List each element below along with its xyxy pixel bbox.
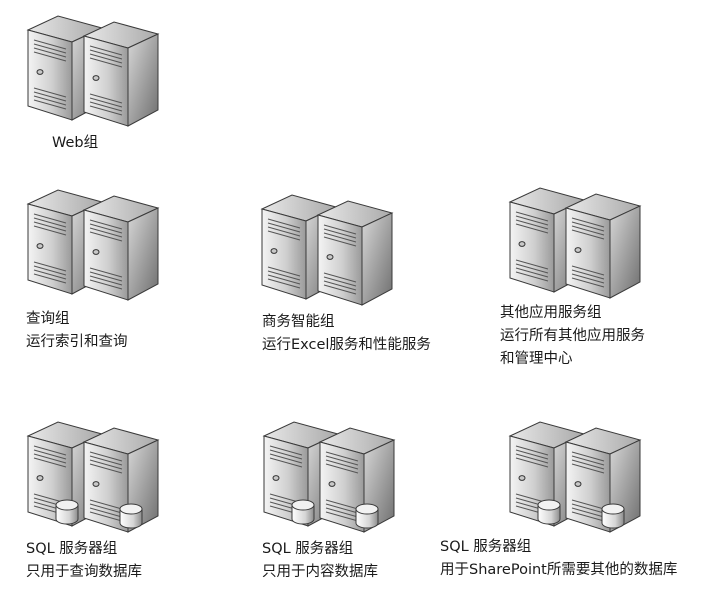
group-description: 只用于查询数据库	[26, 564, 142, 580]
server-group-sql-query: SQL 服务器组 只用于查询数据库	[26, 420, 226, 590]
group-caption: 商务智能组 运行Excel服务和性能服务	[262, 311, 431, 357]
server-pair-icon	[509, 187, 641, 299]
server-pair-icon	[261, 194, 393, 306]
server-group-sql-content: SQL 服务器组 只用于内容数据库	[262, 420, 462, 590]
group-caption: Web组	[52, 132, 98, 155]
group-description: 用于SharePoint所需要其他的数据库	[440, 562, 678, 578]
server-group-query: 查询组 运行索引和查询	[26, 188, 226, 363]
group-title: 查询组	[26, 311, 70, 327]
group-description: 只用于内容数据库	[262, 564, 378, 580]
group-title: 商务智能组	[262, 314, 335, 330]
group-description: 运行所有其他应用服务	[500, 328, 645, 344]
group-description-cont: 和管理中心	[500, 351, 573, 367]
group-description: 运行索引和查询	[26, 334, 128, 350]
database-server-pair-icon	[27, 421, 159, 533]
server-pair-icon	[27, 189, 159, 301]
group-title: Web组	[52, 135, 99, 151]
group-title: SQL 服务器组	[262, 541, 354, 557]
group-caption: SQL 服务器组 只用于查询数据库	[26, 538, 142, 584]
server-group-other-app: 其他应用服务组 运行所有其他应用服务 和管理中心	[500, 186, 698, 386]
group-title: 其他应用服务组	[500, 305, 602, 321]
group-caption: SQL 服务器组 用于SharePoint所需要其他的数据库	[440, 536, 677, 582]
group-title: SQL 服务器组	[26, 541, 118, 557]
server-pair-icon	[27, 15, 159, 127]
group-caption: SQL 服务器组 只用于内容数据库	[262, 538, 378, 584]
server-group-sql-other: SQL 服务器组 用于SharePoint所需要其他的数据库	[440, 420, 698, 590]
group-caption: 查询组 运行索引和查询	[26, 308, 128, 354]
group-title: SQL 服务器组	[440, 539, 532, 555]
group-caption: 其他应用服务组 运行所有其他应用服务 和管理中心	[500, 302, 645, 371]
group-description: 运行Excel服务和性能服务	[262, 337, 431, 353]
database-server-pair-icon	[509, 421, 641, 533]
database-server-pair-icon	[263, 421, 395, 533]
server-group-web: Web组	[26, 14, 166, 164]
server-group-business-intelligence: 商务智能组 运行Excel服务和性能服务	[260, 193, 480, 363]
